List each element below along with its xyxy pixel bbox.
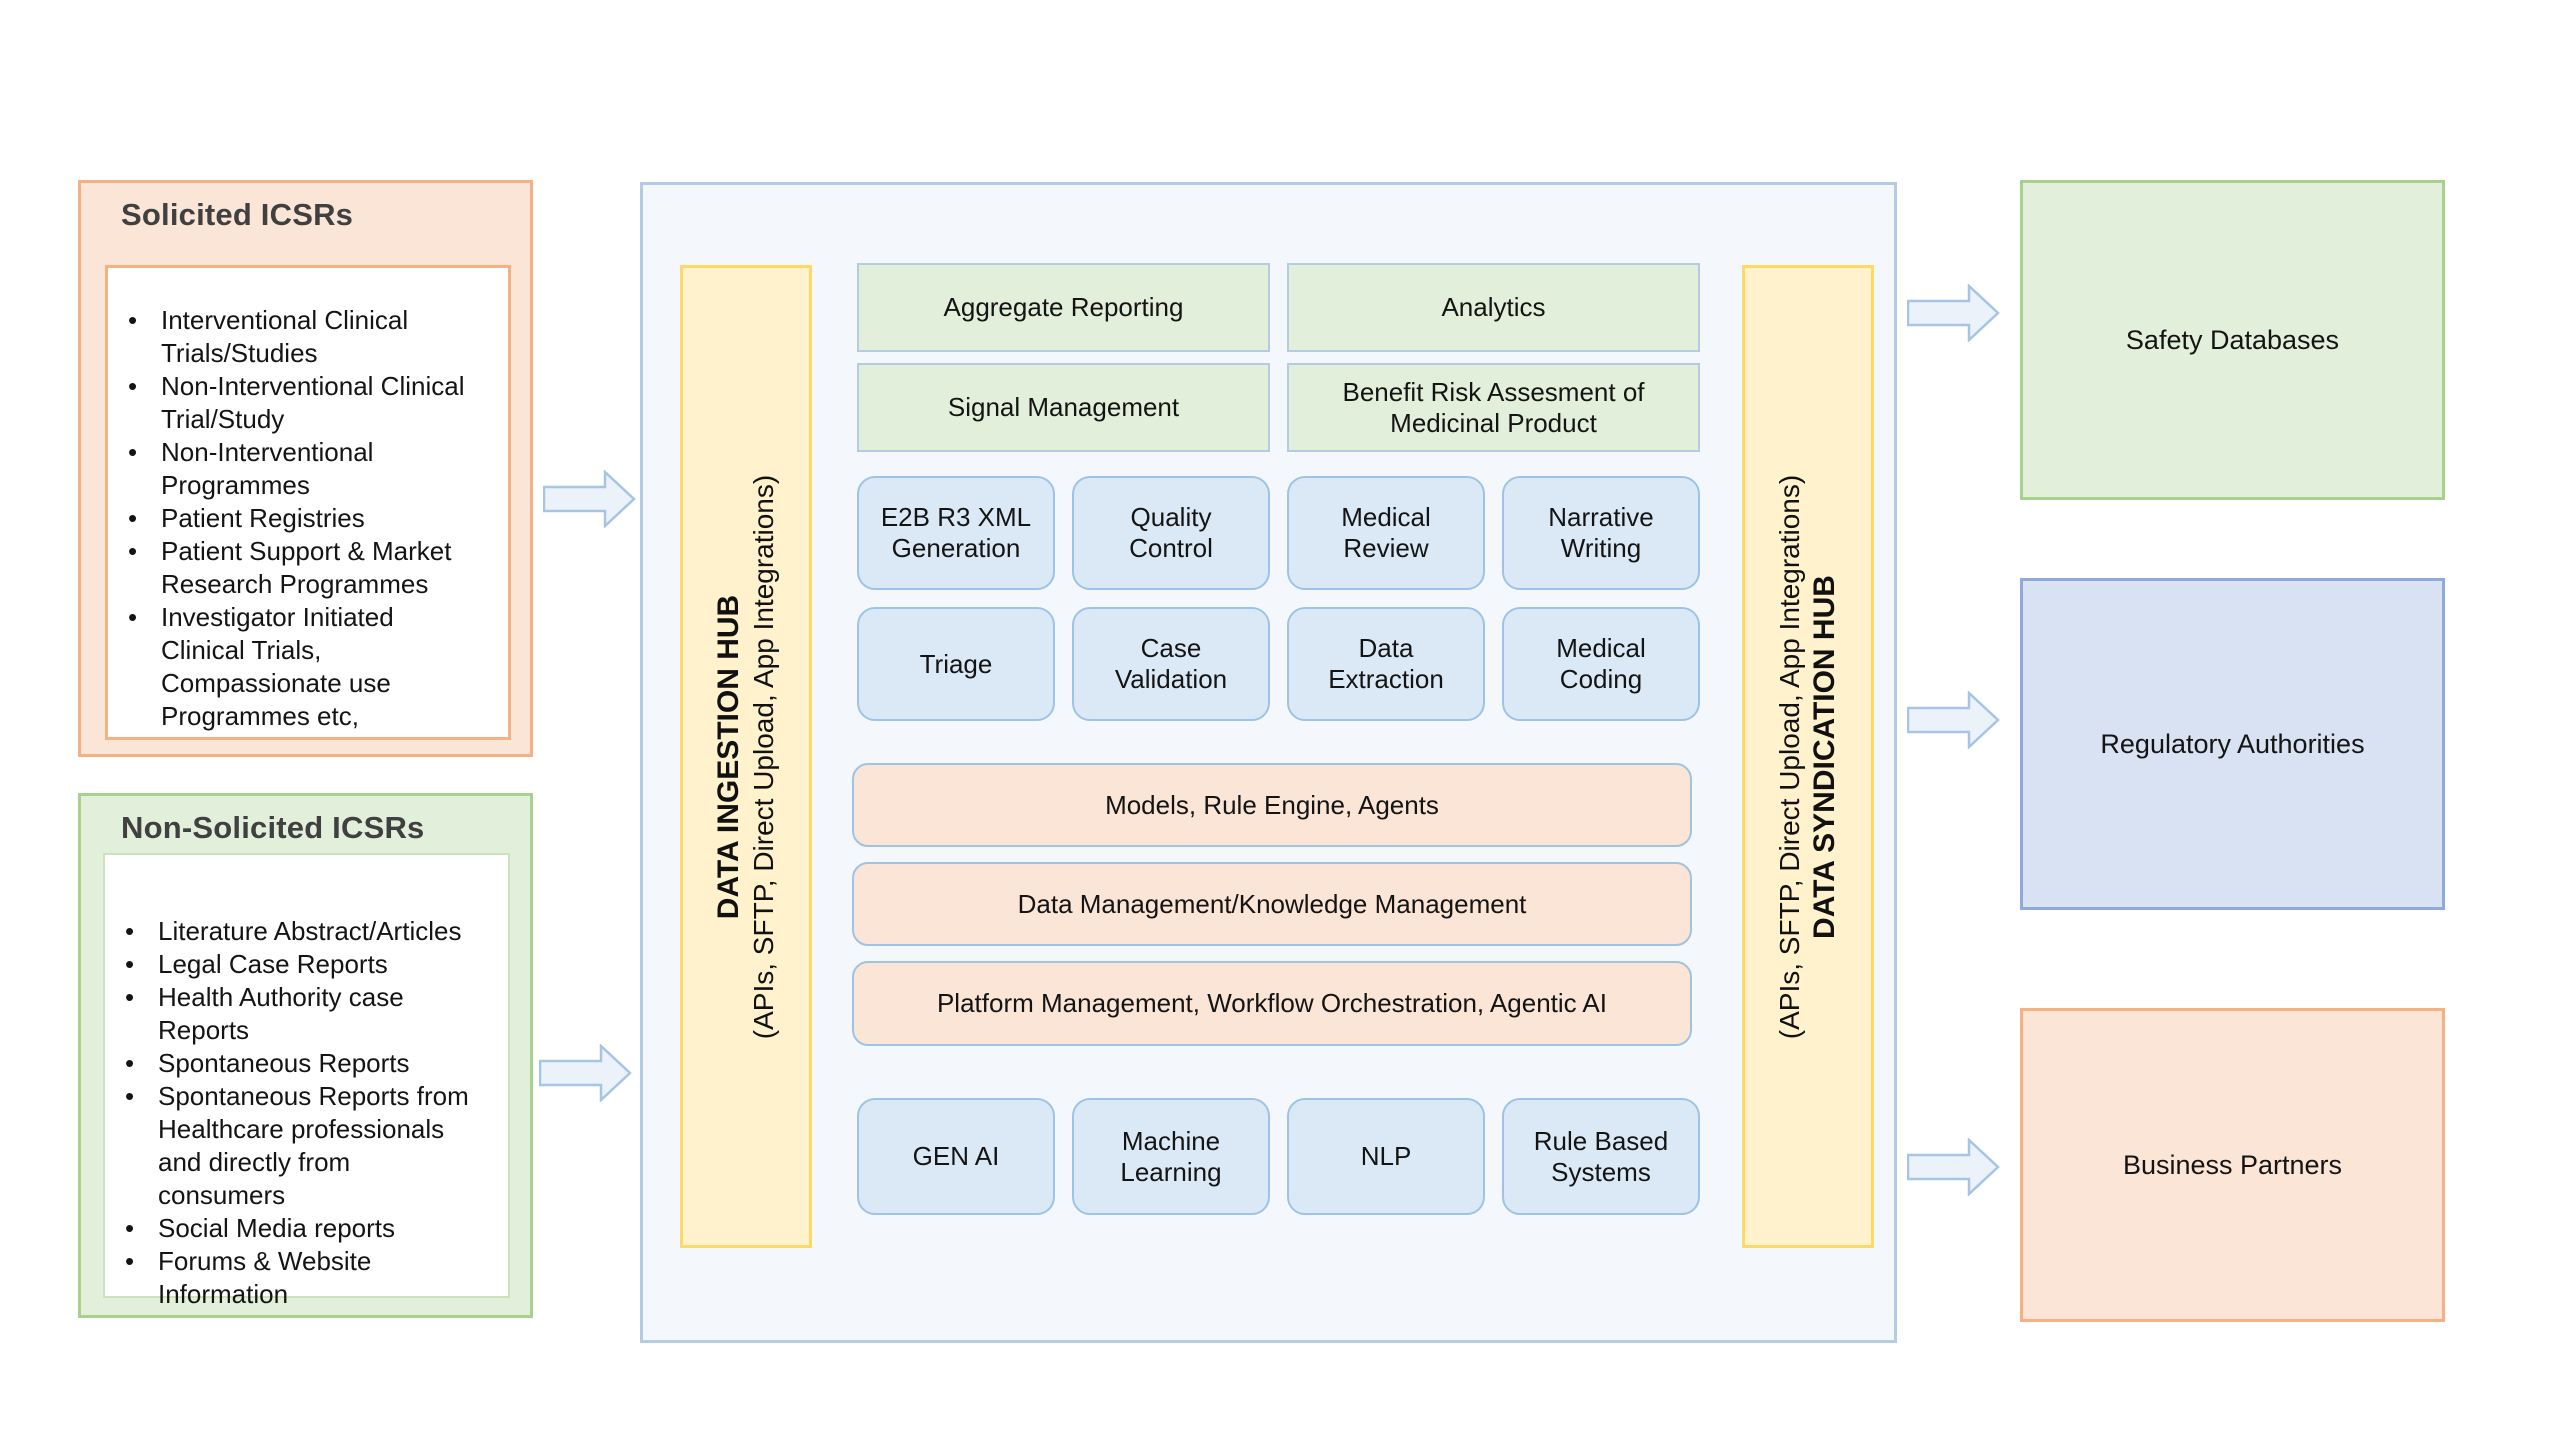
list-item: Health Authority case Reports	[105, 981, 484, 1047]
data-ingestion-hub-subtitle: (APIs, SFTP, Direct Upload, App Integrat…	[748, 474, 780, 1039]
case-box-medical-coding: Medical Coding	[1502, 607, 1700, 721]
function-box-signal-management: Signal Management	[857, 363, 1270, 452]
list-item: Patient Support & Market Research Progra…	[108, 535, 480, 601]
layer-box-data-knowledge-management: Data Management/Knowledge Management	[852, 862, 1692, 946]
case-box-quality-control: Quality Control	[1072, 476, 1270, 590]
list-item: Interventional Clinical Trials/Studies	[108, 304, 480, 370]
layer-box-platform-management-orchestration: Platform Management, Workflow Orchestrat…	[852, 961, 1692, 1046]
case-box-triage: Triage	[857, 607, 1055, 721]
non-solicited-icsrs-title: Non-Solicited ICSRs	[121, 810, 425, 845]
solicited-icsrs-title: Solicited ICSRs	[121, 197, 354, 232]
solicited-icsrs-panel: Solicited ICSRs Interventional Clinical …	[78, 180, 533, 757]
data-ingestion-hub-title: DATA INGESTION HUB	[712, 594, 746, 919]
non-solicited-icsrs-list: Literature Abstract/Articles Legal Case …	[105, 855, 508, 1311]
list-item: Literature Abstract/Articles	[105, 915, 484, 948]
non-solicited-icsrs-panel: Non-Solicited ICSRs Literature Abstract/…	[78, 793, 533, 1318]
tech-box-gen-ai: GEN AI	[857, 1098, 1055, 1215]
tech-box-nlp: NLP	[1287, 1098, 1485, 1215]
solicited-icsrs-list-box: Interventional Clinical Trials/Studies N…	[105, 265, 511, 740]
data-syndication-hub-title: DATA SYNDICATION HUB	[1807, 574, 1841, 939]
list-item: Investigator Initiated Clinical Trials, …	[108, 601, 480, 733]
destination-safety-databases: Safety Databases	[2020, 180, 2445, 500]
function-box-analytics: Analytics	[1287, 263, 1700, 352]
non-solicited-icsrs-list-box: Literature Abstract/Articles Legal Case …	[103, 853, 510, 1309]
case-box-case-validation: Case Validation	[1072, 607, 1270, 721]
function-box-aggregate-reporting: Aggregate Reporting	[857, 263, 1270, 352]
list-item: Patient Registries	[108, 502, 480, 535]
list-item: Spontaneous Reports	[105, 1047, 484, 1080]
tech-box-rule-based-systems: Rule Based Systems	[1502, 1098, 1700, 1215]
arrow-to-business-partners-icon	[1907, 1138, 2000, 1196]
destination-business-partners: Business Partners	[2020, 1008, 2445, 1322]
list-item: Spontaneous Reports from Healthcare prof…	[105, 1080, 484, 1212]
layer-box-models-rule-engine-agents: Models, Rule Engine, Agents	[852, 763, 1692, 847]
arrow-solicited-to-ingestion-icon	[543, 470, 636, 528]
function-box-benefit-risk-assessment: Benefit Risk Assesment of Medicinal Prod…	[1287, 363, 1700, 452]
case-box-narrative-writing: Narrative Writing	[1502, 476, 1700, 590]
case-box-medical-review: Medical Review	[1287, 476, 1485, 590]
destination-regulatory-authorities: Regulatory Authorities	[2020, 578, 2445, 910]
tech-box-machine-learning: Machine Learning	[1072, 1098, 1270, 1215]
data-ingestion-hub: DATA INGESTION HUB (APIs, SFTP, Direct U…	[680, 265, 812, 1248]
arrow-to-regulatory-authorities-icon	[1907, 691, 2000, 749]
list-item: Non-Interventional Clinical Trial/Study	[108, 370, 480, 436]
case-box-data-extraction: Data Extraction	[1287, 607, 1485, 721]
case-box-e2b-r3-xml-generation: E2B R3 XML Generation	[857, 476, 1055, 590]
list-item: Forums & Website Information	[105, 1245, 484, 1311]
data-syndication-hub-subtitle: (APIs, SFTP, Direct Upload, App Integrat…	[1774, 474, 1806, 1039]
list-item: Non-Interventional Programmes	[108, 436, 480, 502]
data-syndication-hub: (APIs, SFTP, Direct Upload, App Integrat…	[1742, 265, 1874, 1248]
arrow-nonsolicited-to-ingestion-icon	[539, 1044, 632, 1102]
arrow-to-safety-databases-icon	[1907, 284, 2000, 342]
list-item: Social Media reports	[105, 1212, 484, 1245]
solicited-icsrs-list: Interventional Clinical Trials/Studies N…	[108, 268, 508, 733]
list-item: Legal Case Reports	[105, 948, 484, 981]
